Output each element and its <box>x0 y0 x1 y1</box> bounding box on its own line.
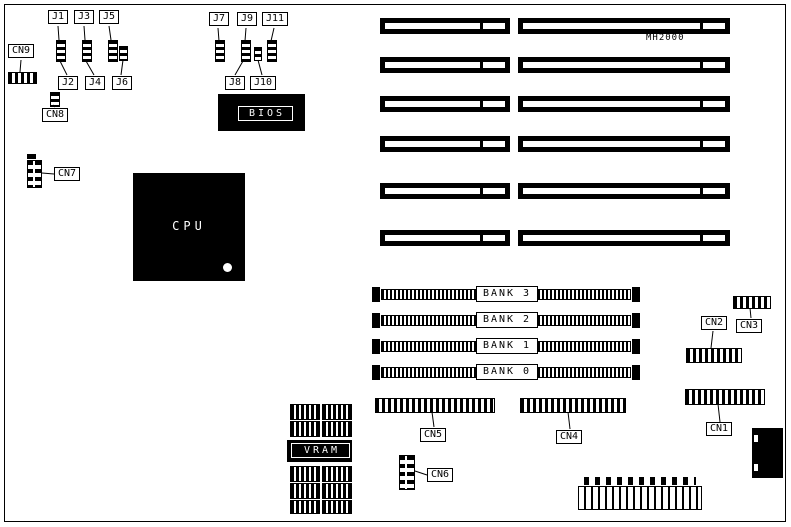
connector-label-cn7: CN7 <box>54 167 81 181</box>
connector-label-cn9: CN9 <box>8 44 35 58</box>
isa-slot <box>380 230 510 246</box>
memory-chip <box>290 466 320 482</box>
jumper-block <box>56 40 66 62</box>
connector-label-cn3: CN3 <box>736 319 763 333</box>
memory-chip <box>290 404 320 420</box>
connector-label-cn1: CN1 <box>706 422 733 436</box>
bank-label: BANK 2 <box>476 312 538 328</box>
jumper-label-j1: J1 <box>48 10 69 24</box>
bios-chip-label: BIOS <box>238 106 293 121</box>
isa-slot <box>518 183 730 199</box>
jumper-label-j5: J5 <box>99 10 120 24</box>
cpu-chip: CPU <box>133 173 245 281</box>
isa-slot <box>380 57 510 73</box>
connector-label-cn6: CN6 <box>427 468 454 482</box>
isa-slot <box>518 230 730 246</box>
jumper-block <box>215 40 225 62</box>
jumper-label-j3: J3 <box>74 10 95 24</box>
jumper-label-j9: J9 <box>237 12 258 26</box>
bank-label: BANK 3 <box>476 286 538 302</box>
bank-label: BANK 0 <box>476 364 538 380</box>
cn6-connector <box>399 455 415 490</box>
simm-socket-bank0: BANK 0 <box>372 364 640 380</box>
connector-label-cn4: CN4 <box>556 430 583 444</box>
simm-socket-bank2: BANK 2 <box>372 312 640 328</box>
isa-slot <box>380 96 510 112</box>
vram-chip-label: VRAM <box>291 443 350 458</box>
memory-chip <box>322 500 352 514</box>
cn1-connector <box>685 389 765 405</box>
pin-header-pins <box>584 477 696 485</box>
jumper-block <box>108 40 118 62</box>
jumper-label-j2: J2 <box>58 76 79 90</box>
jumper-block <box>241 40 251 62</box>
jumper-label-j10: J10 <box>250 76 277 90</box>
memory-chip <box>290 421 320 437</box>
isa-slot <box>380 18 510 34</box>
memory-chip <box>322 483 352 499</box>
jumper-label-j7: J7 <box>209 12 230 26</box>
cn4-connector <box>520 398 626 413</box>
simm-socket-bank1: BANK 1 <box>372 338 640 354</box>
isa-slot <box>518 18 730 34</box>
connector-label-cn8: CN8 <box>42 108 69 122</box>
cn7-connector <box>27 160 42 188</box>
isa-slot <box>518 57 730 73</box>
board-model-text: MH2000 <box>646 33 685 43</box>
connector-label-cn2: CN2 <box>701 316 728 330</box>
memory-chip <box>322 404 352 420</box>
cn5-connector <box>375 398 495 413</box>
isa-slot <box>518 136 730 152</box>
jumper-block <box>119 46 128 61</box>
memory-chip <box>290 483 320 499</box>
cn7-connector-cap <box>27 154 36 159</box>
cn3-connector <box>733 296 771 309</box>
memory-chip <box>322 466 352 482</box>
cpu-chip-label: CPU <box>172 219 206 233</box>
bios-chip: BIOS <box>218 94 305 131</box>
isa-slot <box>518 96 730 112</box>
cpu-pin1-dot <box>223 263 232 272</box>
jumper-label-j4: J4 <box>85 76 106 90</box>
jumper-label-j8: J8 <box>225 76 246 90</box>
jumper-block <box>267 40 277 62</box>
isa-slot <box>380 183 510 199</box>
connector-label-cn5: CN5 <box>420 428 447 442</box>
cn2-connector <box>686 348 742 363</box>
pin-header-body <box>578 486 702 510</box>
memory-chip <box>322 421 352 437</box>
isa-slot <box>380 136 510 152</box>
jumper-block <box>82 40 92 62</box>
keyboard-connector <box>752 428 783 478</box>
jumper-label-j6: J6 <box>112 76 133 90</box>
memory-chip <box>290 500 320 514</box>
jumper-label-j11: J11 <box>262 12 289 26</box>
simm-socket-bank3: BANK 3 <box>372 286 640 302</box>
cn9-connector <box>8 72 37 84</box>
board-outline <box>4 4 786 522</box>
bank-label: BANK 1 <box>476 338 538 354</box>
vram-chip: VRAM <box>287 440 352 462</box>
